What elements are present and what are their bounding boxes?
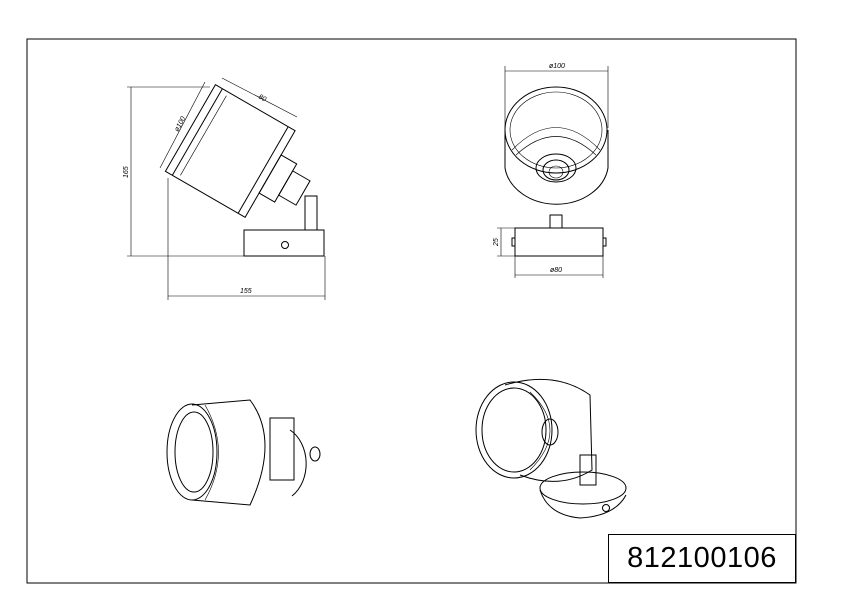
front-base	[514, 227, 604, 257]
side-base	[243, 229, 325, 257]
perspective-view-right	[475, 378, 627, 519]
dim-front-shade-diameter: ø100	[549, 63, 565, 70]
dim-side-width: 155	[240, 288, 252, 295]
side-screw	[281, 241, 289, 249]
dim-side-shade-length: 80	[257, 94, 267, 104]
front-view: ø100 ø80 25	[493, 63, 609, 278]
drawing-frame	[26, 38, 797, 584]
product-code: 812100106	[608, 534, 796, 583]
dim-side-height: 165	[123, 166, 130, 178]
side-arm	[304, 195, 318, 231]
side-view: 165 155 ø100 80	[123, 77, 326, 300]
dim-side-shade-diameter: ø100	[174, 115, 188, 132]
dim-front-base-height: 25	[493, 238, 500, 247]
perspective-view-left	[166, 399, 321, 506]
dim-front-base-diameter: ø80	[550, 267, 562, 274]
side-shade	[164, 84, 311, 218]
